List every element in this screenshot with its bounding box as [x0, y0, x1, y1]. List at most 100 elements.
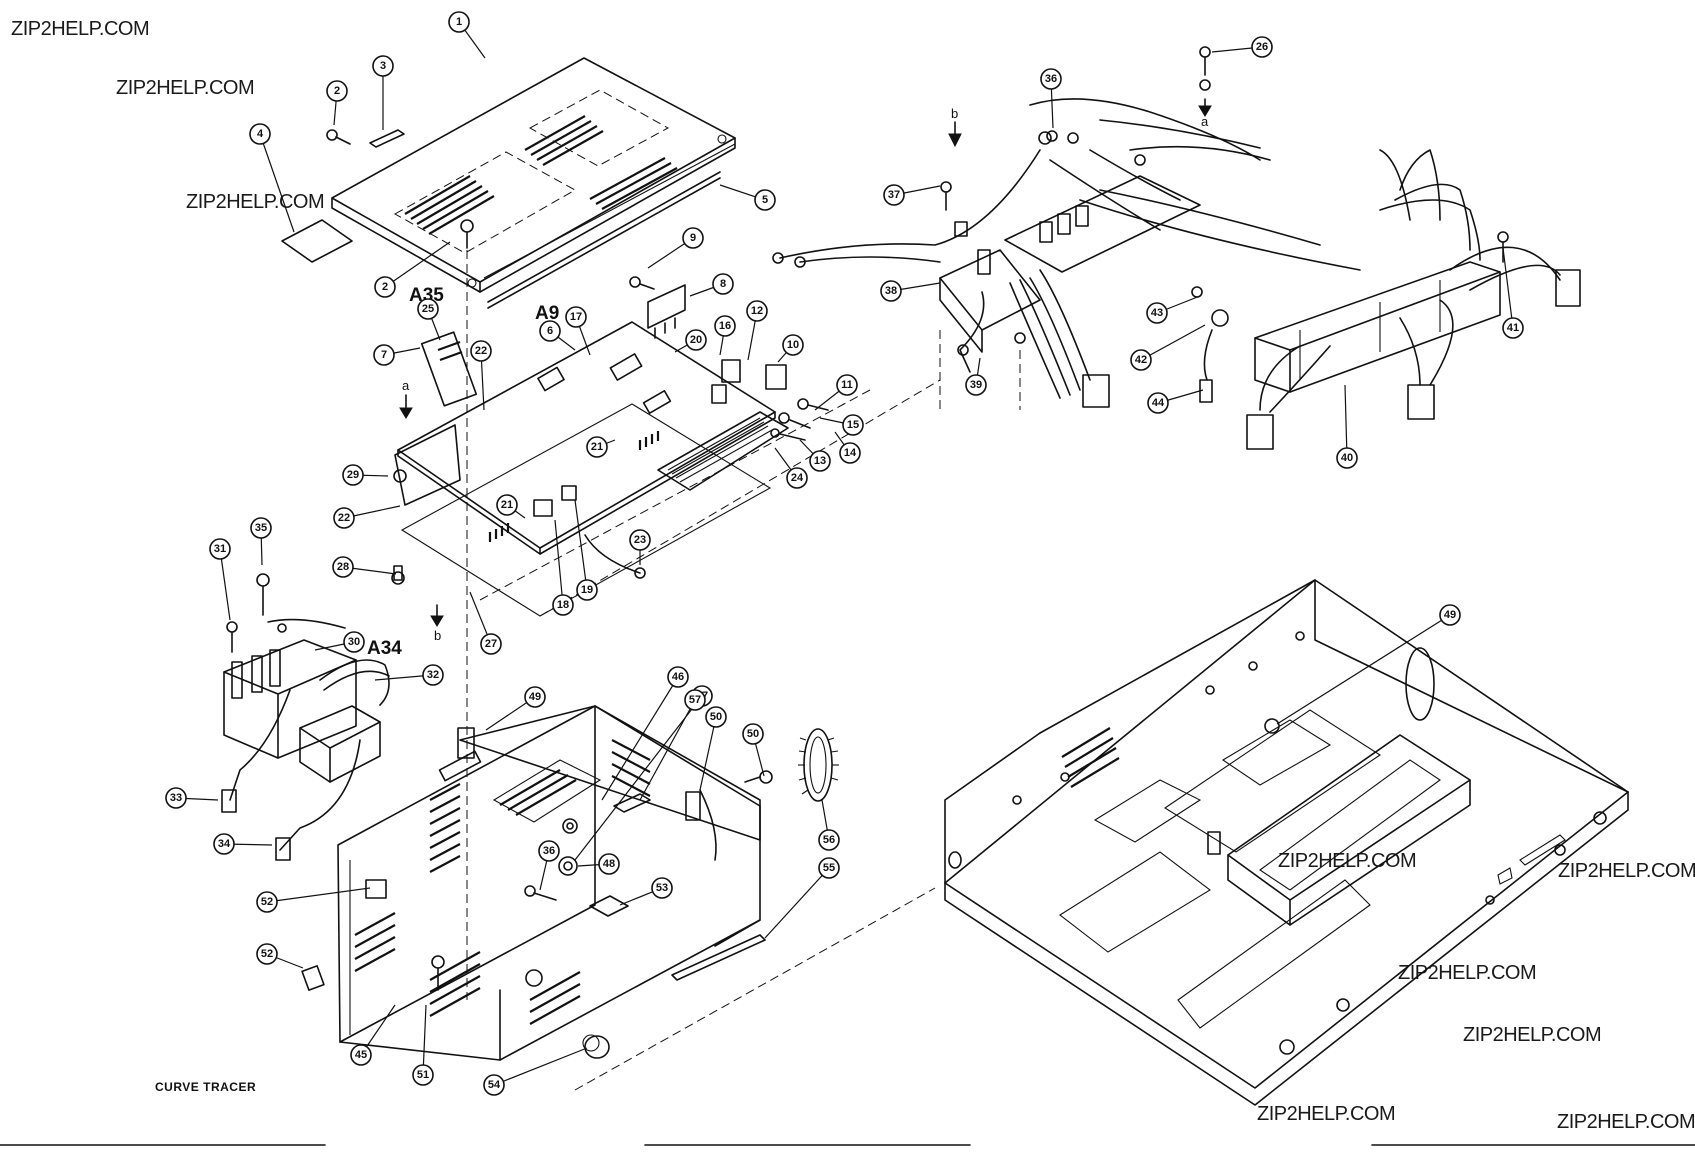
callout-35: 35	[250, 517, 272, 566]
callout-number: 36	[543, 845, 555, 857]
callout-25: 25	[417, 298, 441, 341]
arrow-label-a: a	[402, 378, 410, 393]
callout-number: 16	[719, 320, 731, 332]
callout-number: 56	[823, 834, 835, 846]
watermark: ZIP2HELP.COM	[186, 191, 325, 213]
callout-circle	[372, 55, 394, 77]
callout-number: 7	[381, 349, 387, 361]
callout-15: 15	[819, 414, 864, 436]
callout-number: 22	[475, 345, 487, 357]
callout-39: 39	[965, 357, 987, 396]
assembly-label-a34: A34	[367, 638, 402, 659]
callout-circle	[629, 529, 651, 551]
main-chassis	[944, 579, 1629, 1106]
callout-number: 39	[970, 379, 982, 391]
callout-number: 20	[690, 334, 702, 346]
callout-circle	[782, 334, 804, 356]
callout-52: 52	[256, 943, 304, 969]
callout-number: 14	[844, 447, 857, 459]
callout-5: 5	[719, 184, 776, 211]
callout-55: 55	[764, 857, 840, 939]
callout-28: 28	[332, 556, 397, 578]
callout-number: 29	[347, 469, 359, 481]
callout-circle	[842, 414, 864, 436]
callout-48: 48	[577, 853, 620, 875]
callout-3: 3	[372, 55, 394, 130]
callout-circle	[496, 494, 518, 516]
callout-circle	[249, 123, 271, 145]
callout-42: 42	[1130, 324, 1206, 371]
callout-number: 12	[751, 305, 763, 317]
callout-number: 26	[1256, 41, 1268, 53]
leader-line	[554, 519, 564, 606]
callout-number: 44	[1152, 397, 1165, 409]
callout-circle	[412, 1064, 434, 1086]
callout-number: 37	[888, 189, 900, 201]
lower-chassis	[337, 705, 936, 1091]
callout-number: 53	[656, 882, 668, 894]
callout-number: 52	[261, 896, 273, 908]
callout-group: 1234526789101112131415161718192021212222…	[165, 11, 1524, 1096]
callout-12: 12	[746, 300, 768, 361]
watermark: ZIP2HELP.COM	[1557, 1111, 1695, 1133]
leader-line	[259, 133, 295, 233]
callout-circle	[965, 374, 987, 396]
callout-circle	[538, 840, 560, 862]
callout-8: 8	[689, 273, 734, 297]
callout-circle	[705, 706, 727, 728]
callout-circle	[326, 80, 348, 102]
callout-number: 27	[485, 638, 497, 650]
callout-56: 56	[818, 799, 840, 851]
leader-line	[1140, 324, 1206, 361]
callout-number: 8	[720, 278, 726, 290]
arrow-label-b: b	[951, 106, 958, 121]
callout-circle	[1040, 68, 1062, 90]
callout-23: 23	[629, 529, 651, 565]
callout-circle	[165, 787, 187, 809]
callout-6: 6	[539, 320, 576, 351]
callout-50: 50	[742, 723, 765, 777]
a9-board	[397, 321, 789, 555]
callout-number: 21	[501, 499, 513, 511]
callout-circle	[483, 1074, 505, 1096]
callout-number: 32	[427, 669, 439, 681]
callout-number: 38	[885, 285, 897, 297]
watermark: ZIP2HELP.COM	[116, 77, 255, 99]
callout-circle	[576, 579, 598, 601]
callout-11: 11	[814, 374, 858, 411]
callout-circle	[684, 689, 706, 711]
callout-circle	[480, 633, 502, 655]
callout-24: 24	[774, 447, 808, 489]
callout-circle	[524, 686, 546, 708]
callout-33: 33	[165, 787, 219, 809]
callout-number: 9	[690, 232, 696, 244]
callout-number: 51	[417, 1069, 429, 1081]
callout-21: 21	[496, 494, 526, 519]
callout-circle	[746, 300, 768, 322]
callout-number: 55	[823, 862, 835, 874]
callout-circle	[786, 467, 808, 489]
callout-number: 36	[1045, 73, 1057, 85]
callout-34: 34	[213, 833, 273, 855]
callout-circle	[417, 298, 439, 320]
callout-44: 44	[1147, 389, 1204, 414]
callout-circle	[598, 853, 620, 875]
callout-circle	[552, 594, 574, 616]
callout-circle	[1502, 317, 1524, 339]
callout-circle	[809, 450, 831, 472]
callout-number: 30	[348, 636, 360, 648]
callout-number: 34	[218, 838, 231, 850]
watermark: ZIP2HELP.COM	[11, 18, 150, 40]
leader-line	[601, 676, 679, 801]
callout-circle	[651, 877, 673, 899]
callout-circle	[1130, 349, 1152, 371]
callout-number: 43	[1151, 307, 1163, 319]
callout-number: 11	[841, 379, 853, 391]
callout-21: 21	[586, 436, 616, 458]
callout-circle	[883, 184, 905, 206]
callout-number: 28	[337, 561, 349, 573]
callout-1: 1	[448, 11, 486, 59]
leader-line	[1344, 384, 1348, 459]
leader-line	[699, 716, 717, 791]
